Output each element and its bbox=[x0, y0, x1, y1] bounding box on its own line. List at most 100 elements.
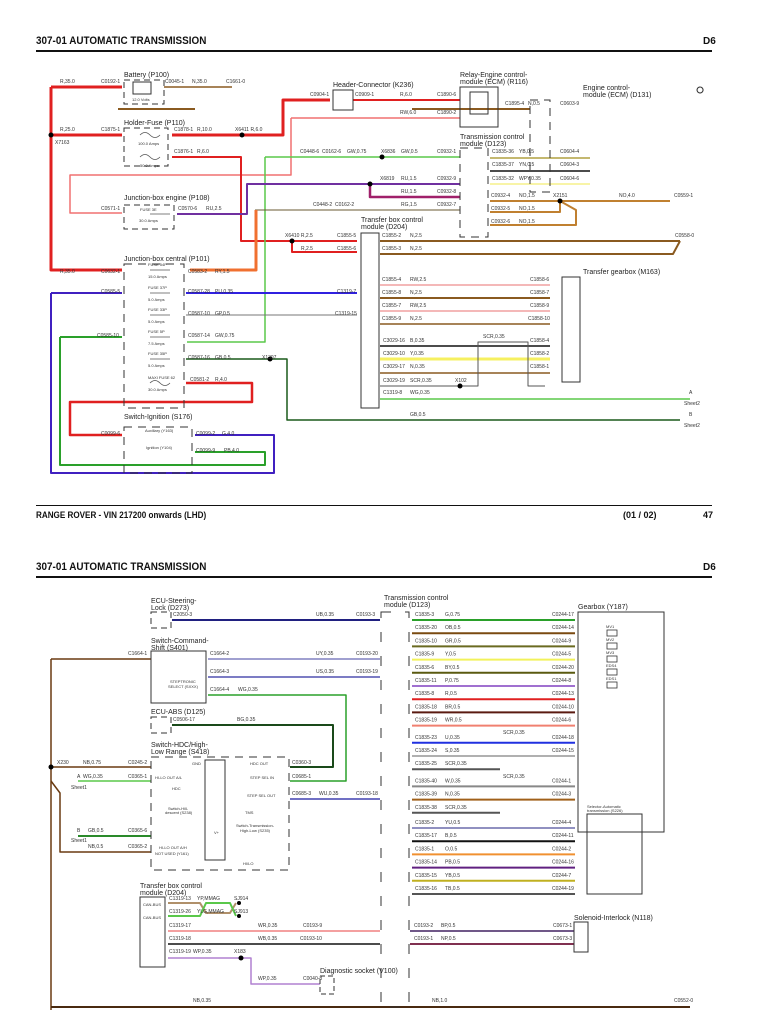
tcm-wire-right-1: C0244-14 bbox=[552, 625, 574, 631]
gearbox-label: Gearbox (Y187) bbox=[578, 604, 628, 611]
tcm-wire-right-2: C0244-9 bbox=[552, 638, 571, 644]
tcm-wire-spec-2: GR,0.5 bbox=[445, 638, 461, 644]
label-c0506: C0506-17 bbox=[173, 717, 195, 723]
pin-vplus: V+ bbox=[214, 830, 220, 835]
label-x7163: X7163 bbox=[55, 140, 70, 146]
wire-pu-loop bbox=[50, 293, 275, 474]
tcm-wire-left-8: C1835-19 bbox=[415, 718, 437, 724]
label-c0604-4: C0604-4 bbox=[560, 149, 579, 155]
tcm-wire-spec-20: TB,0.5 bbox=[445, 886, 460, 892]
label-c0162-6: C0162-6 bbox=[322, 149, 341, 155]
label-n25a: N,2.5 bbox=[410, 233, 422, 239]
wire-wg035-cmd bbox=[208, 694, 347, 782]
pin-hdc: HDC bbox=[172, 786, 181, 791]
junction-x7163 bbox=[48, 132, 54, 138]
label-rg15: RG,1.5 bbox=[401, 202, 417, 208]
label-c1858-6: C1858-6 bbox=[530, 277, 549, 283]
label-c0904: C0904-1 bbox=[310, 92, 329, 98]
hdc-label-1: Switch-HDC/High- bbox=[151, 742, 208, 749]
battery-volts-label: 12.0 Volts bbox=[132, 97, 150, 102]
pin-hilo-ah: HI-LO OUT A/H bbox=[159, 845, 187, 850]
tcm-wire-spec-8: WR,0.5 bbox=[445, 718, 462, 724]
label-ru15: RU,1.5 bbox=[401, 176, 417, 182]
label-c0587-14: C0587-14 bbox=[188, 333, 210, 339]
tcm-wire-right-0: C0244-17 bbox=[552, 612, 574, 618]
holder-fuse-label: Holder-Fuse (P110) bbox=[124, 120, 185, 127]
tcm-wire-spec-0: G,0.75 bbox=[445, 612, 460, 618]
label-c0673-1: C0673-1 bbox=[553, 923, 572, 929]
pin-hill-1: Switch-Hill- bbox=[168, 806, 189, 811]
tcm-wire-spec-12: W,0.35 bbox=[445, 778, 461, 784]
battery-label: Battery (P100) bbox=[124, 72, 169, 79]
solenoid-eds1-icon bbox=[606, 681, 618, 689]
label-sj913: SJ913 bbox=[234, 909, 248, 915]
label-wg035: WG,0.35 bbox=[238, 687, 258, 693]
label-wg035: WG,0.35 bbox=[410, 390, 430, 396]
tcm-wire-spec-18: PB,0.5 bbox=[445, 860, 460, 866]
fuse-name-5: MAXI FUSE 62 bbox=[148, 375, 176, 380]
solenoid-mv1-icon bbox=[606, 629, 618, 637]
label-c3029-10: C3029-10 bbox=[383, 351, 405, 357]
tcm-wire-left-5: C1835-11 bbox=[415, 678, 437, 684]
label-b035: B,0.35 bbox=[410, 338, 425, 344]
label-ru15b: RU,1.5 bbox=[401, 189, 417, 195]
label-gp05: GP,0.5 bbox=[215, 311, 230, 317]
label-c1855-6: C1855-6 bbox=[337, 246, 356, 252]
label-c0193-10: C0193-10 bbox=[300, 936, 322, 942]
gearbox-part-1: MV2 bbox=[606, 637, 615, 642]
label-c1855-8: C1855-8 bbox=[382, 290, 401, 296]
label-pu035: PU,0.35 bbox=[215, 289, 233, 295]
label-c1858-7: C1858-7 bbox=[530, 290, 549, 296]
tcm-wire-spec-5: P,0.75 bbox=[445, 678, 459, 684]
gearbox-part-2: MV3 bbox=[606, 650, 615, 655]
tcm-p2-label-2: module (D123) bbox=[384, 602, 430, 609]
label-sheet2a: Sheet2 bbox=[684, 401, 700, 407]
label-c1319-7: C1319-7 bbox=[337, 289, 356, 295]
label-c1319-15: C1319-15 bbox=[335, 311, 357, 317]
label-rw25a: RW,2.5 bbox=[410, 277, 427, 283]
tcm-wire-left-19: C1835-15 bbox=[415, 873, 437, 879]
pin-hilo: HI/LO bbox=[243, 861, 253, 866]
tcm-wire-right-3: C0244-5 bbox=[552, 652, 571, 658]
cmd-shift-label-2: Shift (S401) bbox=[151, 645, 188, 652]
gearbox-part-3: EDS4 bbox=[606, 663, 617, 668]
label-c1855-4: C1855-4 bbox=[382, 277, 401, 283]
label-scr035: SCR,0.35 bbox=[483, 334, 505, 340]
label-ru25: RU,2.5 bbox=[206, 206, 222, 212]
label-c0365-6: C0365-6 bbox=[128, 828, 147, 834]
jb-central-box bbox=[123, 263, 185, 409]
solenoid-box bbox=[573, 921, 589, 953]
label-no15c: NO,1.5 bbox=[519, 219, 535, 225]
label-uy035: UY,0.35 bbox=[316, 651, 334, 657]
label-c1664-2: C1664-2 bbox=[210, 651, 229, 657]
label-c1835-32: C1835-32 bbox=[492, 176, 514, 182]
label-x6836: X6836 bbox=[381, 149, 396, 155]
pin-step-out: STEP SEL OUT bbox=[247, 793, 276, 798]
label-sheet2b: Sheet2 bbox=[684, 423, 700, 429]
label-c2050: C2050-3 bbox=[173, 612, 192, 618]
tcm-wire-spec-6: R,0.5 bbox=[445, 691, 457, 697]
label-n035: N,0.35 bbox=[410, 364, 425, 370]
label-ub035: UB,0.35 bbox=[316, 612, 334, 618]
label-x183: X183 bbox=[234, 949, 246, 955]
label-c0932-4: C0932-4 bbox=[491, 193, 510, 199]
label-y035: Y,0.35 bbox=[410, 351, 424, 357]
tcm-wire-right-17: C0244-2 bbox=[552, 846, 571, 852]
maxi-fuse-62-icon bbox=[149, 380, 171, 386]
label-c0193-1: C0193-1 bbox=[414, 936, 433, 942]
label-gw075b: GW,0.75 bbox=[215, 333, 235, 339]
wire-ry15 bbox=[190, 210, 258, 272]
selector-label-2: transmission (S226) bbox=[587, 808, 623, 813]
label-yp-mmag: YP,MMAG bbox=[197, 896, 220, 902]
tcm-wire-spec-10: S,0.35 bbox=[445, 748, 460, 754]
tcm-box-p2 bbox=[380, 611, 410, 1008]
fuse-amps-1: 5.0 Amps bbox=[148, 297, 165, 302]
page1-footer-rule bbox=[36, 505, 712, 506]
tcm-wire-left-9: C1835-23 bbox=[415, 735, 437, 741]
fuse-name-4: FUSE 35P bbox=[148, 351, 167, 356]
label-c3029-17: C3029-17 bbox=[383, 364, 405, 370]
wire-wp035 bbox=[168, 957, 320, 985]
tcm-wire-spec-19: YB,0.5 bbox=[445, 873, 460, 879]
tcm-wire-left-20: C1835-16 bbox=[415, 886, 437, 892]
